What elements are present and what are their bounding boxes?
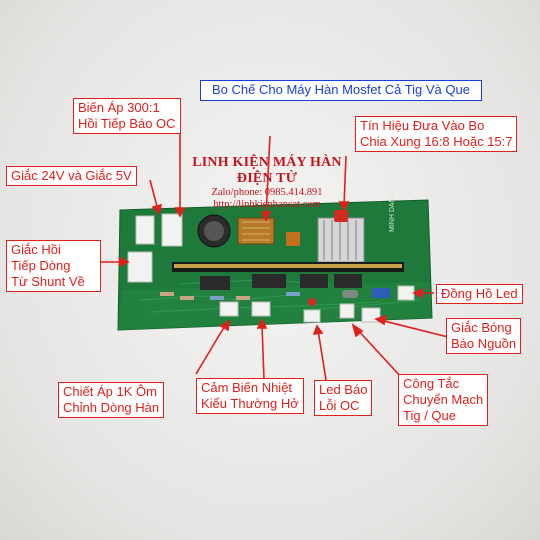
watermark-site: http://linhkienhancat.com [213, 199, 321, 210]
pointer-lines [100, 130, 453, 381]
oc-led [308, 298, 316, 306]
heatsink [317, 217, 365, 263]
watermark: LINH KIỆN MÁY HÀN ĐIỆN TỬ Zalo/phone: 09… [188, 155, 346, 211]
resistors [160, 292, 300, 300]
connector-24v-5v [135, 213, 183, 247]
thermal-sensor-connector [251, 301, 271, 317]
resistor-brown [286, 232, 300, 246]
label-giac-24v: Giắc 24V và Giắc 5V [6, 166, 137, 186]
connector-shunt [127, 251, 153, 283]
led-meter-connector [397, 285, 415, 301]
main-title-box: Bo Chế Cho Máy Hàn Mosfet Cả Tig Và Que [200, 80, 482, 101]
main-title: Bo Chế Cho Máy Hàn Mosfet Cả Tig Và Que [212, 82, 470, 97]
header-row [172, 262, 404, 272]
blue-trimmer [372, 288, 390, 298]
label-dong-ho-led: Đồng Hồ Led [436, 284, 523, 304]
potentiometer-connector [219, 301, 239, 317]
watermark-brand: LINH KIỆN MÁY HÀN ĐIỆN TỬ [192, 155, 342, 186]
silkscreen: MINH DANG [389, 192, 396, 232]
watermark-phone: Zalo/phone: 0985.414.891 [211, 187, 323, 198]
red-capacitor [334, 210, 348, 222]
power-lamp-connector [339, 303, 355, 319]
ic-chips [200, 274, 362, 290]
